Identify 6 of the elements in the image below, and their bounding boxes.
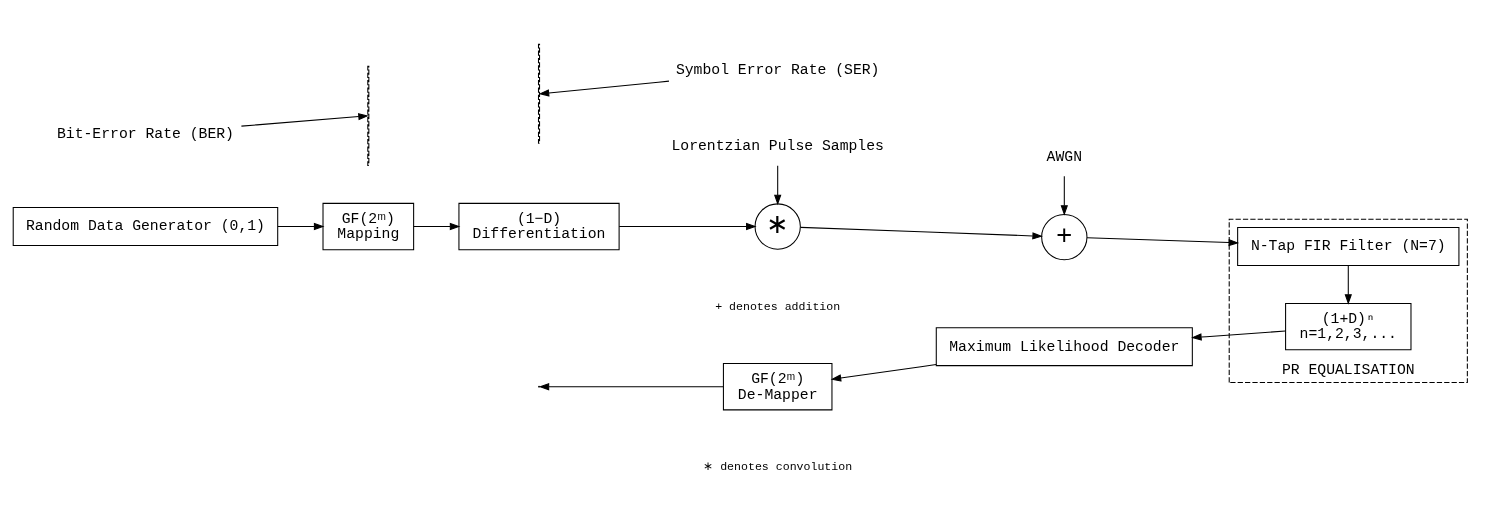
- node-text: Bit-Error Rate (BER): [56, 125, 234, 142]
- node-text: Symbol Error Rate (SER): [675, 62, 879, 79]
- label: ∗ denotes convolution: [702, 459, 852, 473]
- node-text: AWGN: [1046, 148, 1082, 165]
- label: + denotes addition: [714, 299, 840, 313]
- node-text: Lorentzian Pulse Samples: [670, 138, 884, 155]
